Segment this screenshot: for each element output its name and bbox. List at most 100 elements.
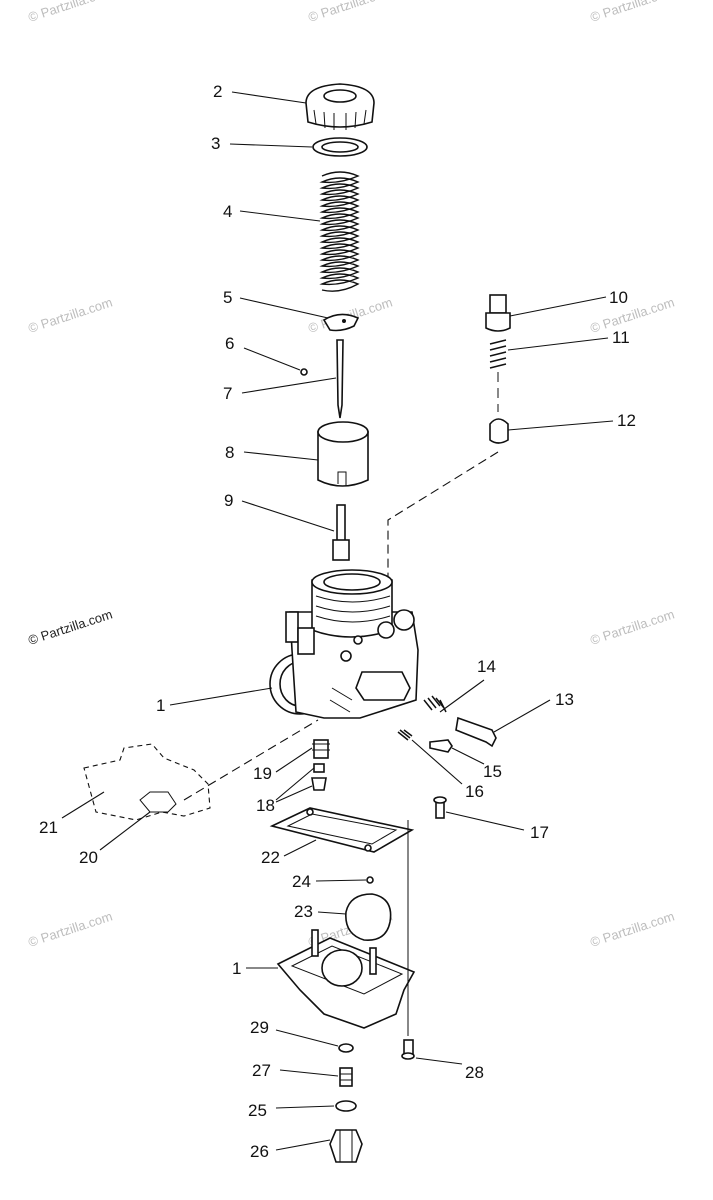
leader-line [275, 1029, 339, 1047]
callout-12: 12 [507, 411, 636, 431]
callout-26: 26 [250, 1139, 331, 1161]
callout-20: 20 [79, 811, 151, 867]
callout-number: 1 [232, 959, 241, 978]
callout-25: 25 [248, 1101, 335, 1120]
leader-line [229, 143, 313, 148]
callout-11: 11 [507, 328, 630, 351]
callout-number: 17 [530, 823, 549, 842]
callout-number: 19 [253, 764, 272, 783]
callout-22: 22 [261, 839, 317, 867]
part-3-washer [312, 137, 368, 157]
watermark: © Partzilla.com [588, 0, 676, 25]
callout-15: 15 [451, 747, 502, 781]
leader-line [243, 451, 319, 461]
part-7-jet-needle [336, 339, 344, 419]
callout-10: 10 [509, 288, 628, 317]
callout-16: 16 [411, 739, 484, 801]
part-4-spring [319, 171, 360, 292]
callout-number: 1 [156, 696, 165, 715]
callout-number: 29 [250, 1018, 269, 1037]
callout-number: 25 [248, 1101, 267, 1120]
callout-4: 4 [223, 202, 321, 222]
callout-number: 20 [79, 848, 98, 867]
part-25-drain-washer [335, 1100, 357, 1112]
leader-line [493, 699, 551, 733]
callout-number: 16 [465, 782, 484, 801]
part-18-jet-washers [311, 763, 327, 791]
callout-number: 12 [617, 411, 636, 430]
callout-number: 6 [225, 334, 234, 353]
part-23-float [345, 893, 392, 941]
callout-number: 9 [224, 491, 233, 510]
leader-line [275, 1139, 331, 1151]
part-5-needle-clip-plate [322, 313, 360, 332]
callout-19: 19 [253, 747, 313, 783]
leader-line [283, 839, 317, 857]
part-9-needle-jet [332, 504, 350, 561]
callout-2: 2 [213, 82, 307, 104]
watermark: © Partzilla.com [306, 0, 394, 25]
callout-number: 10 [609, 288, 628, 307]
part-6-e-clip [300, 368, 308, 376]
part-16-pilot-spring [397, 729, 413, 741]
part-2-top-cap [305, 83, 375, 130]
leader-line [61, 791, 105, 819]
callout-number: 23 [294, 902, 313, 921]
callout-28: 28 [415, 1057, 484, 1082]
callout-number: 21 [39, 818, 58, 837]
part-26-drain-plug [329, 1129, 363, 1163]
part-12-adjuster-nut [489, 418, 509, 444]
part-22-float-bowl-gasket [269, 807, 415, 853]
leader-line [99, 811, 151, 851]
callout-27: 27 [252, 1061, 339, 1080]
leader-line [317, 911, 347, 915]
callout-number: 3 [211, 134, 220, 153]
callout-13: 13 [493, 690, 574, 733]
leader-line [451, 747, 485, 765]
leader-line [509, 296, 607, 317]
leader-line [507, 337, 609, 351]
part-11-adjuster-spring [489, 339, 507, 369]
part-15-pilot-jet [429, 739, 453, 753]
part-20-21-float-bracket [83, 719, 319, 821]
watermark: © Partzilla.com [26, 909, 114, 950]
part-8-throttle-slide [317, 421, 369, 487]
leader-line [275, 1105, 335, 1109]
callout-18: 18 [256, 767, 315, 815]
callout-6: 6 [225, 334, 301, 371]
callout-7: 7 [223, 377, 337, 403]
callout-23: 23 [294, 902, 347, 921]
leader-line [241, 500, 335, 532]
part-1-float-bowl [276, 929, 416, 1029]
leader-line [439, 679, 485, 713]
leader-line [507, 420, 614, 431]
callout-3: 3 [211, 134, 313, 153]
leader-line [241, 377, 337, 394]
leader-line [275, 747, 313, 773]
watermark: © Partzilla.com [26, 295, 114, 336]
part-17-screw [433, 796, 447, 819]
part-1-carburetor-body [269, 569, 419, 719]
callout-number: 28 [465, 1063, 484, 1082]
leader-line [239, 210, 321, 222]
leader-line [275, 767, 315, 803]
part-27-drain-fitting [339, 1067, 353, 1087]
callout-21: 21 [39, 791, 105, 837]
callout-9: 9 [224, 491, 335, 532]
watermark: © Partzilla.com [26, 0, 114, 25]
callout-number: 22 [261, 848, 280, 867]
callout-number: 5 [223, 288, 232, 307]
callout-number: 2 [213, 82, 222, 101]
watermark: © Partzilla.com [26, 607, 114, 648]
callout-number: 13 [555, 690, 574, 709]
part-29-washer [338, 1043, 354, 1053]
callout-5: 5 [223, 288, 329, 319]
part-10-cable-adjuster [485, 294, 511, 332]
callout-8: 8 [225, 443, 319, 462]
part-13-air-screw [455, 716, 497, 748]
leader-line [231, 91, 307, 104]
callout-17: 17 [445, 811, 549, 842]
watermark: © Partzilla.com [588, 909, 676, 950]
part-14-air-screw-spring [423, 695, 447, 713]
